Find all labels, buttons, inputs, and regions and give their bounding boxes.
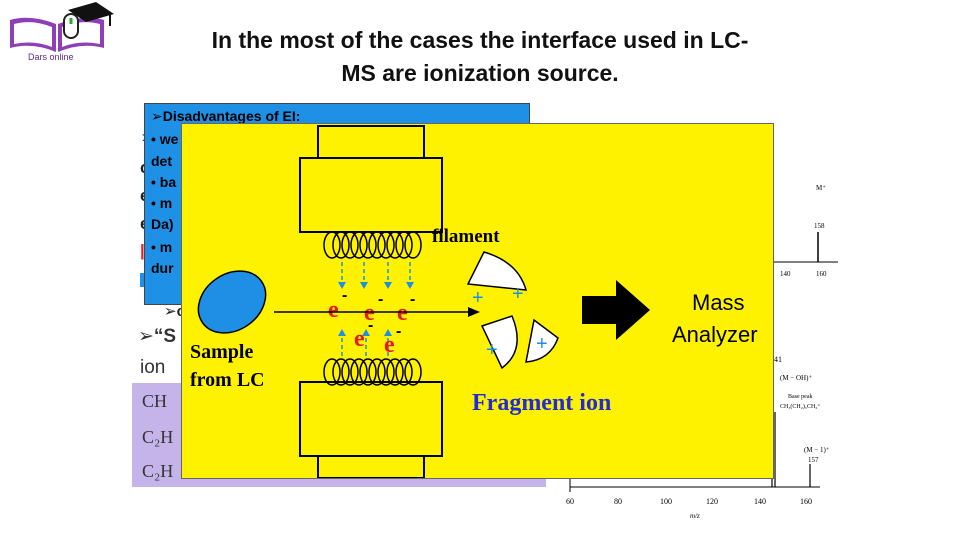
title-line-1: In the most of the cases the interface u…: [211, 27, 749, 53]
ei-diagram-svg: filament e e e e e - - - - - Sampl: [190, 125, 758, 479]
spectrum-label-m-1: (M − 1)⁺: [804, 446, 830, 454]
minus-sign: -: [378, 291, 383, 308]
bottom-electrode: [299, 381, 443, 457]
x-tick: 140: [754, 497, 766, 506]
fragment-charges: + + + +: [472, 283, 548, 361]
equation-line-2: C₂H: [142, 427, 174, 447]
slide-title: In the most of the cases the interface u…: [120, 24, 840, 90]
ei-line: • ba: [151, 174, 177, 190]
plus-sign: +: [536, 333, 548, 355]
ei-line: • m: [151, 195, 173, 211]
peek-blue-bar: [140, 273, 146, 287]
top-electrode: [299, 157, 443, 233]
electron: e: [364, 300, 375, 326]
spectrum-base-peak: Base peak: [788, 394, 813, 400]
spectrum-x-ticks: 60 80 100 120 140 160: [566, 497, 812, 506]
ei-line: dur: [151, 260, 174, 276]
minus-sign: -: [396, 323, 401, 340]
electron: e: [397, 300, 408, 326]
spectrum-label-m: M⁺: [816, 184, 826, 192]
plus-sign: +: [486, 339, 498, 361]
x-tick: 100: [660, 497, 672, 506]
spectrum-label-41: 41: [774, 355, 782, 364]
logo-text: Dars online: [28, 52, 74, 62]
minus-sign: -: [368, 317, 373, 334]
electron-beam-arrows: [338, 262, 414, 356]
electron: e: [328, 297, 339, 323]
x-tick: 160: [800, 497, 812, 506]
bottom-electrode-cap: [317, 455, 425, 479]
ei-source-diagram: filament e e e e e - - - - - Sampl: [181, 123, 774, 479]
title-line-2: MS are ionization source.: [341, 60, 619, 86]
equation-line-1: CH: [142, 391, 168, 411]
dars-online-logo: [10, 2, 114, 52]
sample-droplet: [197, 270, 267, 334]
fragment-ion-label: Fragment ion: [472, 390, 611, 416]
plus-sign: +: [472, 287, 484, 309]
spectrum-tick-160-top: 160: [816, 270, 827, 278]
fragment-ions: [466, 251, 559, 370]
filament-label: filament: [432, 226, 500, 247]
sample-beam-arrowhead: [468, 307, 480, 317]
to-analyzer-arrow: [582, 280, 650, 340]
spectrum-label-157: 157: [808, 456, 819, 464]
electrons: e e e e e: [328, 297, 408, 358]
minus-sign: -: [410, 291, 415, 308]
plus-sign: +: [512, 283, 524, 305]
equation-line-3: C₂H: [142, 461, 174, 481]
minus-sign: -: [342, 287, 347, 304]
x-tick: 60: [566, 497, 574, 506]
electron: e: [354, 326, 365, 352]
sample-label-line-2: from LC: [190, 369, 265, 391]
peek-ion: ion: [140, 357, 166, 378]
peek-red-mark: |: [140, 241, 145, 260]
x-tick: 120: [706, 497, 718, 506]
top-filament-coil: [323, 231, 422, 259]
spectrum-label-m-oh: (M − OH)⁺: [780, 374, 812, 382]
bottom-filament-coil: [323, 358, 422, 386]
ei-line: • we: [151, 131, 179, 147]
peek-quote-s: ➢“S: [138, 326, 177, 347]
ei-line: det: [151, 153, 172, 169]
electron-charges: - - - - -: [342, 287, 415, 340]
top-electrode-cap: [317, 125, 425, 159]
x-tick: 80: [614, 497, 622, 506]
sample-label-line-1: Sample: [190, 341, 253, 363]
mass-analyzer-line-1: Mass: [692, 290, 745, 315]
electron: e: [384, 332, 395, 358]
spectrum-xlabel: m/z: [690, 512, 700, 520]
spectrum-label-m-val: 158: [814, 222, 825, 230]
ei-line: • m: [151, 239, 173, 255]
mass-analyzer-line-2: Analyzer: [672, 322, 758, 347]
ei-line: Da): [151, 216, 174, 232]
spectrum-base-peak-formula: CH₃(CH₂)₅CH₂⁺: [780, 403, 821, 410]
ei-heading: ➢Disadvantages of EI:: [151, 108, 301, 124]
spectrum-tick-140-top: 140: [780, 270, 791, 278]
